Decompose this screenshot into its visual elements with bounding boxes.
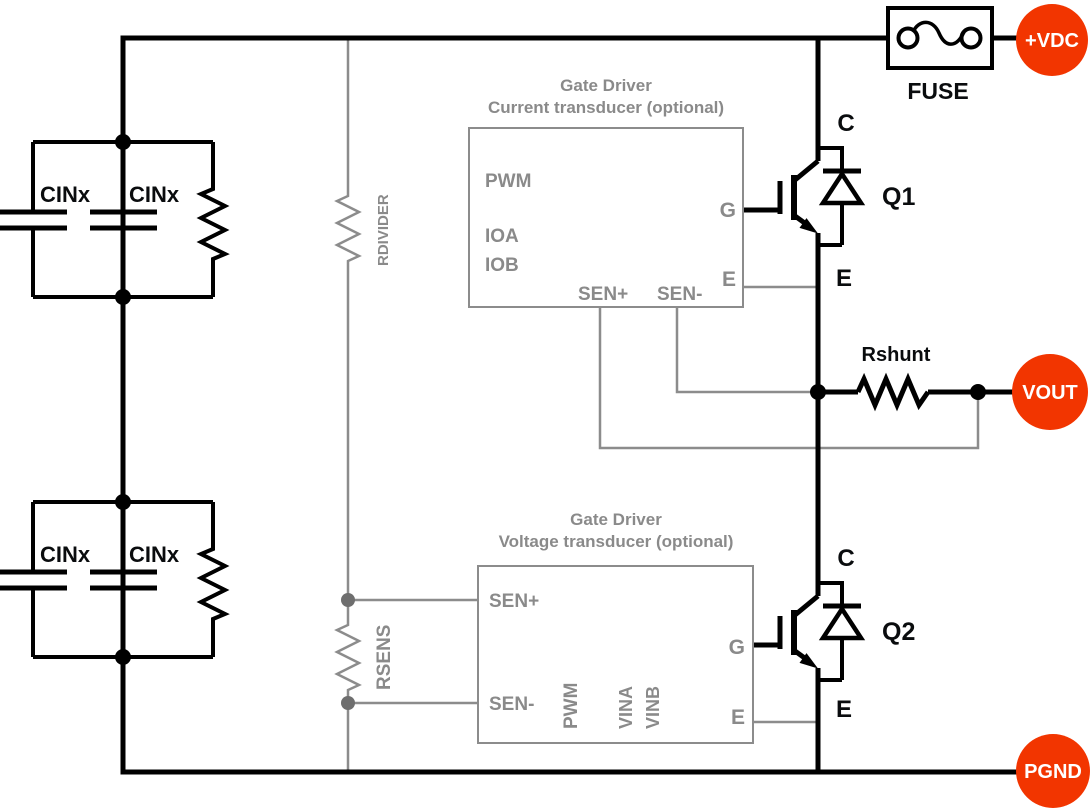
igbt-q2-symbol (753, 583, 861, 680)
pin-label-vinb: VINB (643, 686, 663, 729)
input-cap-bank-bottom (0, 502, 225, 657)
cap-label-bottom-right: CINx (129, 542, 180, 567)
rshunt-zigzag (855, 372, 931, 412)
vdc-terminal-label: +VDC (1025, 30, 1079, 52)
gate-driver-bottom-box (477, 565, 754, 744)
pin-label-sen-minus-bottom: SEN- (489, 694, 534, 715)
junction-dot (115, 289, 131, 305)
junction-dot-gray (341, 696, 355, 710)
component-labels: CINx CINx CINx CINx RDIVIDER RSENS Rshun… (40, 78, 969, 723)
fuse-symbol (886, 6, 994, 70)
rdivider-rsens-rail (334, 39, 362, 772)
junction-dot (810, 384, 826, 400)
gate-driver-top-title-1: Gate Driver (560, 76, 652, 95)
cap-label-top-left: CINx (40, 182, 91, 207)
pin-label-pwm-top: PWM (485, 171, 531, 192)
terminal-vout: VOUT (1012, 354, 1088, 430)
pin-label-g-top: G (720, 199, 736, 222)
vout-terminal-circle (1012, 354, 1088, 430)
fuse-label: FUSE (907, 78, 968, 104)
q1-collector-label: C (837, 110, 854, 137)
pin-label-sen-plus-bottom: SEN+ (489, 591, 539, 612)
sen-plus-wire-top (598, 307, 980, 450)
junction-dot (115, 649, 131, 665)
junction-dot (115, 134, 131, 150)
gate-driver-bottom-title-1: Gate Driver (570, 510, 662, 529)
gate-driver-top-title-2: Current transducer (optional) (488, 98, 724, 117)
terminal-pgnd: PGND (1016, 734, 1090, 808)
rsens-label: RSENS (374, 625, 395, 690)
junction-dots (115, 134, 986, 665)
q2-emitter-label: E (836, 696, 852, 723)
cap-label-top-right: CINx (129, 182, 180, 207)
pin-label-iob: IOB (485, 255, 519, 276)
sense-wiring (334, 39, 980, 772)
pin-label-ioa: IOA (485, 226, 519, 247)
vout-terminal-label: VOUT (1022, 382, 1078, 404)
input-cap-bank-top (0, 142, 225, 297)
cap-label-bottom-left: CINx (40, 542, 91, 567)
pgnd-terminal-label: PGND (1024, 761, 1082, 783)
pin-label-e-top: E (722, 268, 736, 291)
gate-driver-top-labels: Gate Driver Current transducer (optional… (485, 76, 736, 305)
gate-driver-bottom-labels: Gate Driver Voltage transducer (optional… (489, 510, 745, 729)
sen-minus-wire-top (675, 307, 816, 394)
pin-label-e-bottom: E (731, 706, 745, 729)
power-wiring (120, 35, 1017, 775)
terminal-vdc: +VDC (1016, 4, 1088, 76)
q1-emitter-label: E (836, 265, 852, 292)
pin-label-pwm-bottom: PWM (561, 683, 582, 729)
junction-dot-gray (341, 593, 355, 607)
junction-dot (115, 494, 131, 510)
vdc-terminal-circle (1016, 4, 1088, 76)
pin-label-sen-minus-top: SEN- (657, 284, 702, 305)
pgnd-terminal-circle (1016, 734, 1090, 808)
pin-label-g-bottom: G (729, 636, 745, 659)
junction-dot (970, 384, 986, 400)
q1-label: Q1 (882, 183, 915, 211)
q2-collector-label: C (837, 545, 854, 572)
pin-label-vina: VINA (616, 686, 636, 729)
igbt-q1-symbol (743, 148, 861, 245)
rshunt-label: Rshunt (862, 344, 931, 366)
gate-driver-bottom-title-2: Voltage transducer (optional) (499, 532, 734, 551)
gate-driver-top-box (468, 127, 744, 308)
pin-label-sen-plus-top: SEN+ (578, 284, 628, 305)
rdivider-label: RDIVIDER (375, 194, 392, 266)
q2-label: Q2 (882, 618, 915, 646)
